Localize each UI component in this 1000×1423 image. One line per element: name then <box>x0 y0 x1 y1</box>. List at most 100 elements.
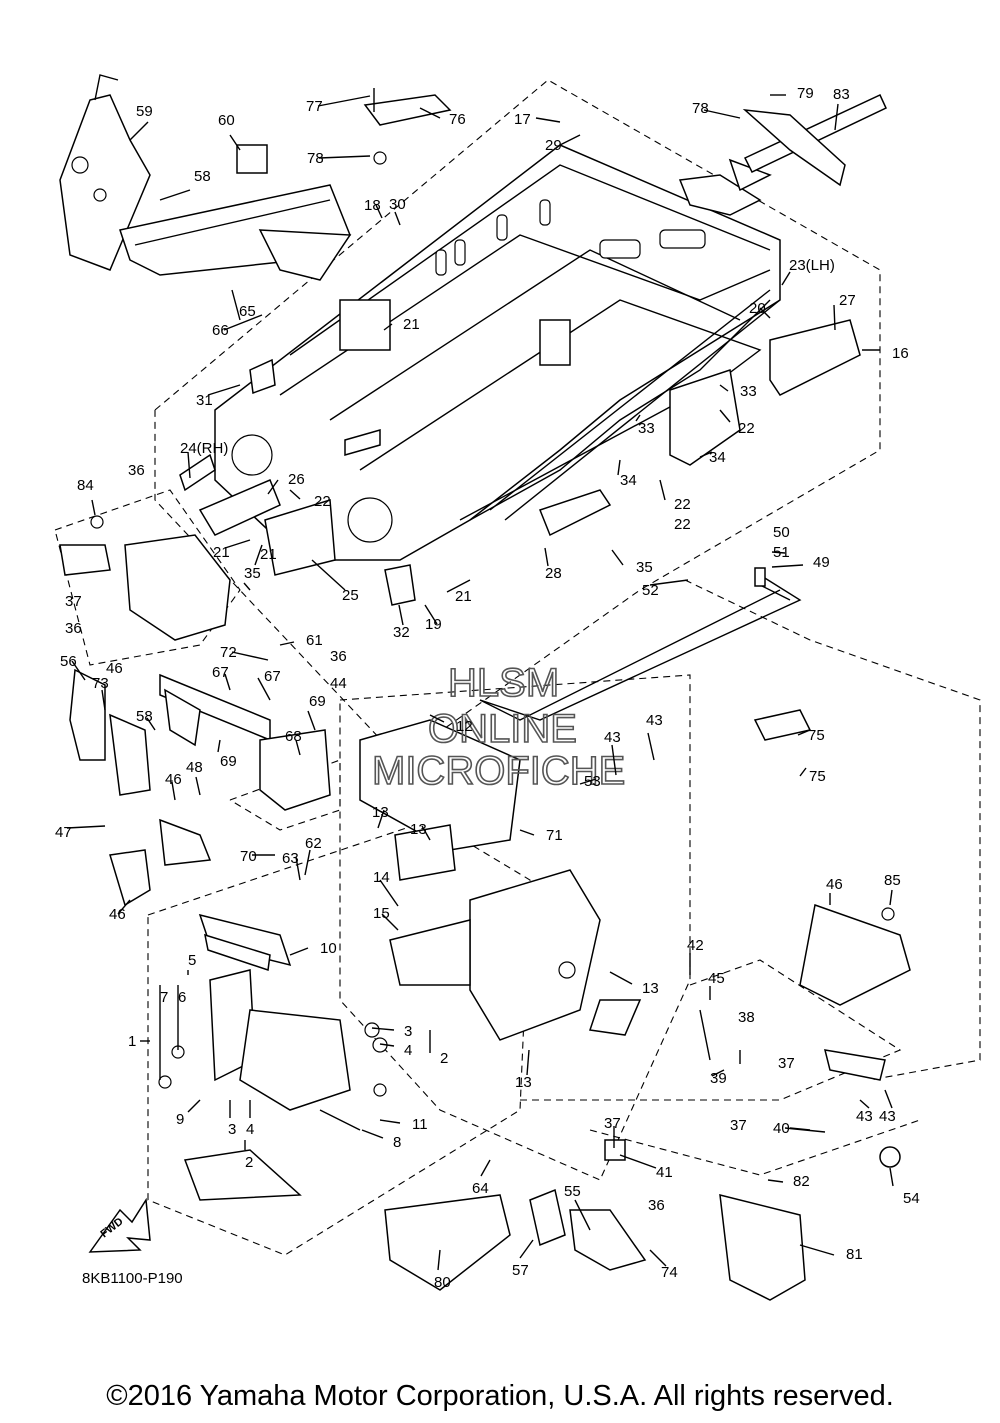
leader-line <box>257 677 271 701</box>
leader-line <box>379 1043 395 1047</box>
center-frame <box>359 719 642 1041</box>
part-callout-61: 61 <box>306 632 323 649</box>
part-callout-8: 8 <box>393 1134 401 1151</box>
leader-line <box>361 1129 384 1139</box>
part-callout-24rh: 24(RH) <box>180 440 228 457</box>
leader-line <box>383 323 393 331</box>
part-callout-43: 43 <box>879 1108 896 1125</box>
front-subframe <box>59 74 352 281</box>
part-callout-69: 69 <box>309 693 326 710</box>
part-callout-65: 65 <box>239 303 256 320</box>
watermark-line-1: HLSM <box>448 661 559 705</box>
leader-line <box>146 717 156 731</box>
part-callout-44: 44 <box>330 675 347 692</box>
part-callout-34: 34 <box>620 472 637 489</box>
diagram-code: 8KB1100-P190 <box>82 1270 183 1287</box>
leader-line <box>771 564 804 568</box>
leader-line <box>311 559 346 591</box>
leader-line <box>295 856 301 881</box>
part-callout-3: 3 <box>404 1023 412 1040</box>
leader-line <box>304 849 311 876</box>
leader-line <box>480 1159 491 1177</box>
part-callout-30: 30 <box>389 196 406 213</box>
leader-line <box>609 971 633 985</box>
fwd-arrow-icon: FWD <box>88 1197 151 1253</box>
part-callout-78: 78 <box>692 100 709 117</box>
part-callout-6: 6 <box>178 989 186 1006</box>
part-callout-17: 17 <box>514 111 531 128</box>
part-callout-34: 34 <box>709 449 726 466</box>
part-callout-67: 67 <box>212 664 229 681</box>
leader-line <box>719 384 729 392</box>
part-callout-46: 46 <box>109 906 126 923</box>
part-callout-52: 52 <box>642 582 659 599</box>
part-callout-4: 4 <box>246 1121 254 1138</box>
leader-line <box>526 1049 530 1076</box>
part-callout-21: 21 <box>260 546 277 563</box>
watermark-line-2: ONLINE <box>428 707 577 751</box>
part-callout-36: 36 <box>330 648 347 665</box>
leader-line <box>559 134 581 146</box>
part-callout-4: 4 <box>404 1042 412 1059</box>
part-callout-14: 14 <box>373 869 390 886</box>
leader-line <box>398 604 404 626</box>
leader-line <box>635 414 641 422</box>
leader-line <box>371 1027 395 1031</box>
part-callout-56: 56 <box>60 653 77 670</box>
part-callout-51: 51 <box>773 544 790 561</box>
part-callout-12: 12 <box>456 718 473 735</box>
leader-line <box>781 271 791 286</box>
leader-line <box>767 1179 784 1183</box>
leader-line <box>759 307 771 319</box>
part-callout-31: 31 <box>196 392 213 409</box>
part-callout-22: 22 <box>674 496 691 513</box>
part-callout-5: 5 <box>188 952 196 969</box>
leader-line <box>375 204 383 219</box>
part-callout-20: 20 <box>749 300 766 317</box>
leader-line <box>437 1249 441 1271</box>
part-callout-18: 18 <box>364 197 381 214</box>
part-callout-23lh: 23(LH) <box>789 257 835 274</box>
part-callout-36: 36 <box>648 1197 665 1214</box>
part-callout-21: 21 <box>213 544 230 561</box>
part-callout-40: 40 <box>773 1120 790 1137</box>
part-callout-80: 80 <box>434 1274 451 1291</box>
part-callout-29: 29 <box>545 137 562 154</box>
part-callout-25: 25 <box>342 587 359 604</box>
leader-line <box>223 314 263 331</box>
leader-line <box>243 582 251 591</box>
part-callout-72: 72 <box>220 644 237 661</box>
engine-mount-left <box>59 515 231 907</box>
leader-line <box>574 1199 591 1231</box>
part-callout-37: 37 <box>604 1115 621 1132</box>
part-callout-26: 26 <box>288 471 305 488</box>
leader-line <box>187 1099 201 1113</box>
main-frame-assembly <box>179 144 861 606</box>
part-callout-32: 32 <box>393 624 410 641</box>
leader-line <box>101 689 106 711</box>
part-callout-36: 36 <box>65 620 82 637</box>
leader-line <box>377 809 385 829</box>
leader-line <box>117 899 131 915</box>
part-callout-76: 76 <box>449 111 466 128</box>
leader-line <box>231 651 269 661</box>
part-callout-33: 33 <box>740 383 757 400</box>
part-callout-63: 63 <box>282 850 299 867</box>
part-callout-10: 10 <box>320 940 337 957</box>
leader-line <box>159 189 191 201</box>
part-callout-46: 46 <box>106 660 123 677</box>
leader-line <box>519 829 535 836</box>
leader-line <box>647 732 655 761</box>
part-callout-55: 55 <box>564 1183 581 1200</box>
leader-line <box>381 913 399 931</box>
leader-line <box>195 776 201 796</box>
part-callout-85: 85 <box>884 872 901 889</box>
part-callout-83: 83 <box>833 86 850 103</box>
watermark-line-3: MICROFICHE <box>372 749 625 793</box>
leader-line <box>649 579 689 586</box>
leader-line <box>295 739 301 756</box>
part-callout-39: 39 <box>710 1070 727 1087</box>
part-callout-35: 35 <box>636 559 653 576</box>
part-labels: 1223344567891011121313131314151617181920… <box>55 85 920 1291</box>
part-callout-75: 75 <box>808 727 825 744</box>
